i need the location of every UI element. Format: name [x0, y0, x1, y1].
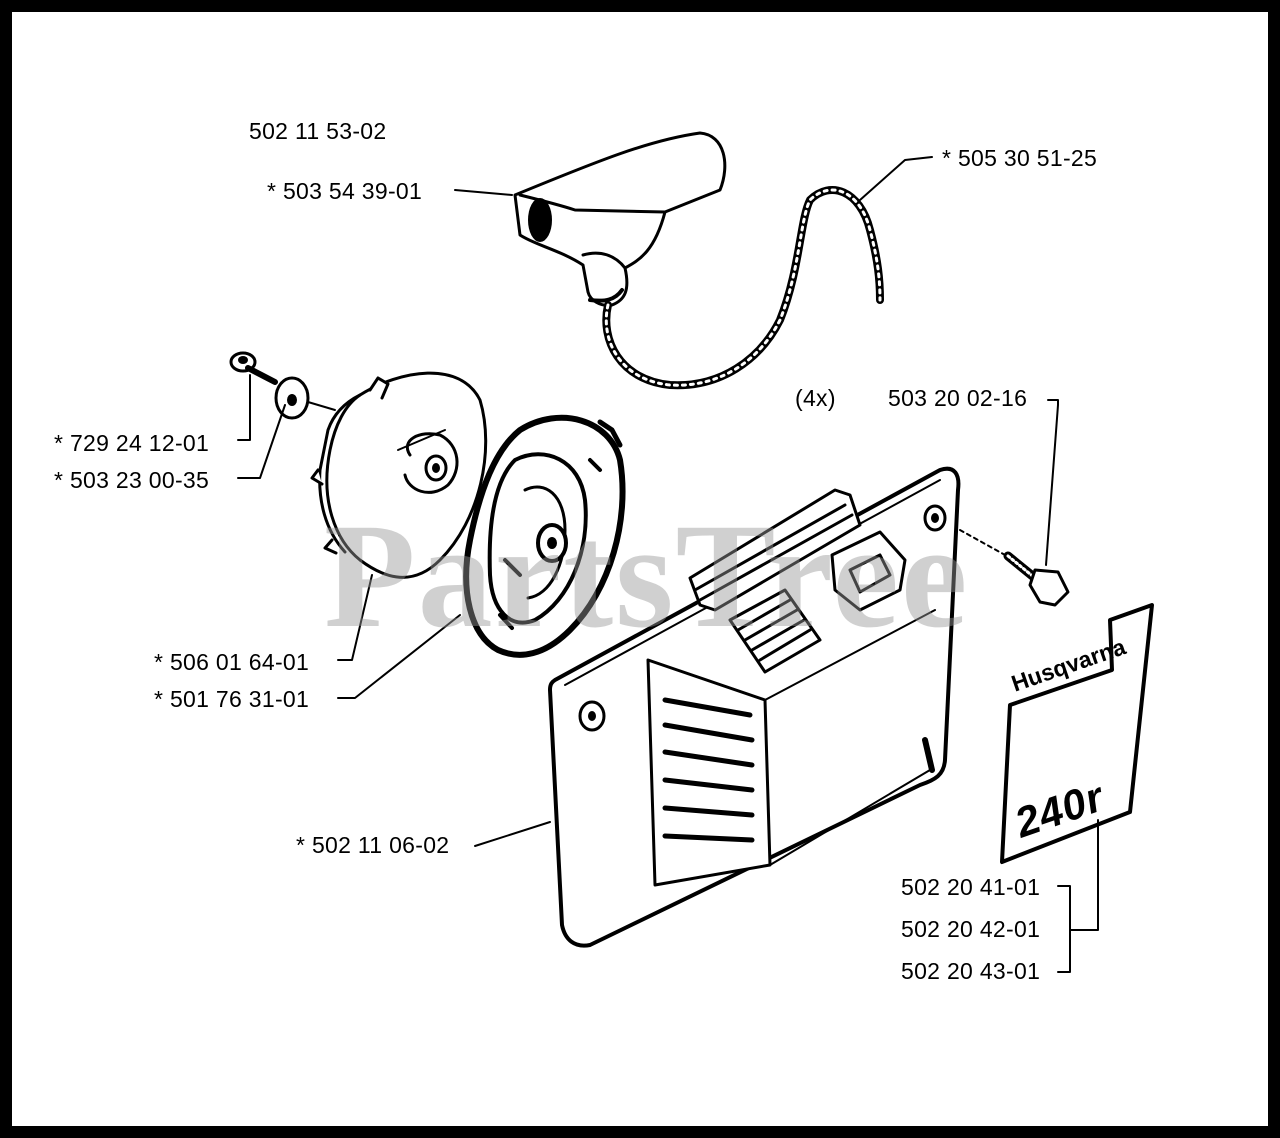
starter-housing [548, 466, 961, 948]
label-qty: (4x) [795, 385, 836, 411]
small-screw [229, 351, 278, 385]
label-handle: * 503 54 39-01 [267, 178, 423, 204]
label-spring: * 501 76 31-01 [154, 686, 310, 712]
washer [274, 376, 336, 420]
parts-drawing [229, 131, 1154, 973]
label-housing: * 502 11 06-02 [296, 832, 450, 858]
vent-grille [662, 697, 755, 843]
label-assembly: 502 11 53-02 [249, 118, 387, 144]
label-washer: * 503 23 00-35 [54, 467, 210, 493]
leader-lines [237, 156, 1099, 973]
label-rope: * 505 30 51-25 [942, 145, 1098, 171]
label-cover-screw: 503 20 02-16 [888, 385, 1028, 411]
starter-rope [602, 186, 884, 390]
decal-plate [1000, 603, 1154, 864]
label-pulley: * 506 01 64-01 [154, 649, 310, 675]
label-decal-3: 502 20 43-01 [901, 958, 1041, 984]
diagram-sheet: PartsTree 502 11 53-02 * 503 54 39-01 * … [12, 12, 1268, 1126]
pulley [310, 371, 488, 579]
label-decal-1: 502 20 41-01 [901, 874, 1041, 900]
cover-screw [959, 529, 1070, 607]
label-decal-2: 502 20 42-01 [901, 916, 1041, 942]
label-screw-small: * 729 24 12-01 [54, 430, 210, 456]
starter-handle [513, 131, 727, 307]
recoil-spring [463, 414, 626, 658]
